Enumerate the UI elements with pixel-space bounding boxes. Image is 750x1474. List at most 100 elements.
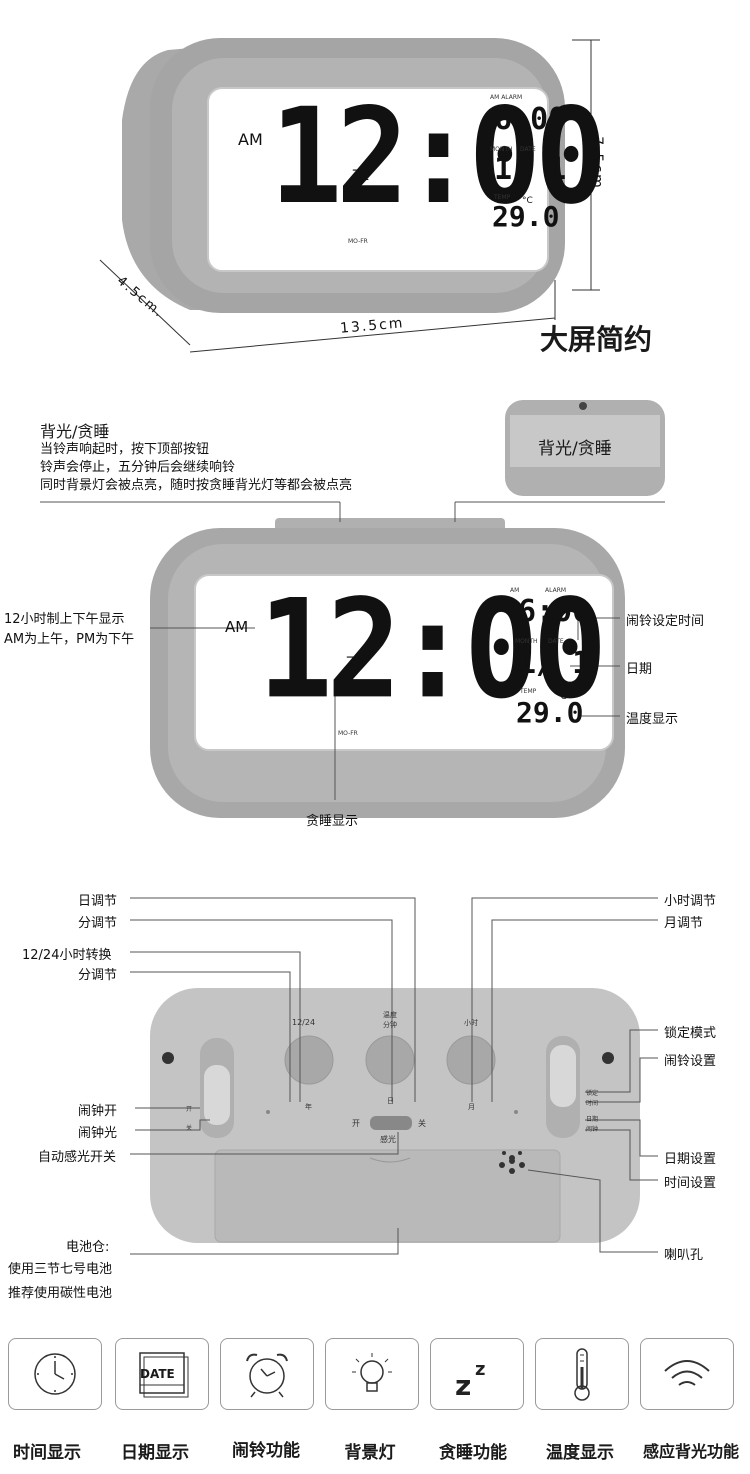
feature-label-sense-light: 感应背光功能 <box>642 1442 739 1461</box>
clock-back-drawing <box>130 897 658 1255</box>
feature-label-temperature: 温度显示 <box>546 1443 614 1463</box>
weekday-indicator-2: MO-FR <box>338 730 358 737</box>
main-time-digits: 12:00 <box>270 81 607 234</box>
clock-front-drawing <box>99 38 600 353</box>
backlight-desc-3: 同时背景灯会被点亮，随时按贪睡背光灯等都会被点亮 <box>40 478 353 493</box>
note-12h: 12小时制上下午显示 <box>4 612 125 627</box>
thermometer-icon <box>574 1348 590 1401</box>
mode-date-label: 日期 <box>586 1116 599 1123</box>
snooze-indicator: Zz <box>352 168 369 184</box>
date-value-2: 1/ 1 <box>518 646 591 681</box>
tagline: 大屏简约 <box>540 323 653 356</box>
callout-date-setting: 日期设置 <box>664 1152 717 1167</box>
alarm-time: 6:00 <box>494 102 567 137</box>
callout-minute-adjust-2: 分调节 <box>78 968 118 983</box>
callout-12-24-switch: 12/24小时转换 <box>22 948 112 963</box>
callout-alarm-light: 闹钟光 <box>78 1126 118 1141</box>
btn-month-label: 月 <box>468 1103 475 1111</box>
top-button-label: 背光/贪睡 <box>538 439 612 459</box>
snooze-icon: z z <box>455 1359 485 1402</box>
alarm-label-2: ALARM <box>545 587 567 594</box>
alarm-off-label: 关 <box>186 1125 193 1132</box>
btn-1224-label: 12/24 <box>292 1018 316 1027</box>
height-dimension: 7.5cm <box>588 136 605 190</box>
section-display-explanation: 背光/贪睡 当铃声响起时，按下顶部按钮 铃声会停止，五分钟后会继续响铃 同时背景… <box>0 370 750 840</box>
mode-alarm-label: 闹钟 <box>586 1126 599 1133</box>
callout-auto-light-switch: 自动感光开关 <box>38 1150 117 1165</box>
btn-day-label: 日 <box>387 1097 394 1105</box>
light-on-label: 开 <box>352 1119 360 1128</box>
feature-icons-row: DATE z z <box>0 1310 750 1474</box>
month-label-2: MONTH <box>515 638 538 645</box>
svg-text:z: z <box>455 1369 471 1402</box>
date-label: DATE <box>520 146 536 153</box>
feature-card-alarm <box>220 1338 314 1410</box>
btn-temp-label: 温度 <box>383 1011 397 1019</box>
mode-lock-label: 锁定 <box>586 1090 599 1097</box>
feature-label-time: 时间显示 <box>13 1443 81 1463</box>
callout-battery-type: 使用三节七号电池 <box>8 1262 113 1277</box>
label-snooze: 贪睡显示 <box>306 814 359 829</box>
feature-card-sense-light <box>640 1338 734 1410</box>
backlight-desc-2: 铃声会停止，五分钟后会继续响铃 <box>40 460 236 475</box>
callout-battery-title: 电池仓: <box>66 1240 110 1255</box>
backlight-title: 背光/贪睡 <box>40 422 110 441</box>
label-temperature: 温度显示 <box>626 712 679 727</box>
alarm-on-label: 开 <box>186 1106 193 1113</box>
alarm-time-2: 6:00 <box>518 594 591 629</box>
clock-front-drawing-2 <box>40 400 665 818</box>
callout-alarm-setting: 闹铃设置 <box>664 1054 717 1069</box>
mode-time-label: 时间 <box>586 1100 599 1107</box>
light-off-label: 关 <box>418 1119 426 1128</box>
feature-card-backlight <box>325 1338 419 1410</box>
ampm-indicator-2: AM <box>225 618 249 636</box>
alarm-label: AM ALARM <box>490 94 523 101</box>
feature-label-alarm: 闹铃功能 <box>232 1441 300 1461</box>
feature-card-date: DATE <box>115 1338 209 1410</box>
btn-minute-label: 分钟 <box>383 1021 397 1029</box>
label-alarm-time: 闹铃设定时间 <box>626 614 705 629</box>
callout-minute-adjust-1: 分调节 <box>78 916 118 931</box>
temp-value-2: 29.0 <box>516 696 584 729</box>
snooze-indicator-2: Zz <box>346 655 363 671</box>
light-sensor-label: 感光 <box>380 1135 396 1144</box>
clock-icon <box>34 1353 76 1395</box>
feature-card-snooze: z z <box>430 1338 524 1410</box>
callout-alarm-on: 闹钟开 <box>78 1104 118 1119</box>
callout-time-setting: 时间设置 <box>664 1176 717 1191</box>
btn-hour-label: 小时 <box>464 1019 478 1027</box>
main-time-digits-2: 12:00 <box>258 571 607 730</box>
feature-label-snooze: 贪睡功能 <box>439 1443 507 1463</box>
feature-label-backlight: 背景灯 <box>344 1443 396 1463</box>
label-date: 日期 <box>626 662 653 677</box>
feature-card-time <box>8 1338 102 1410</box>
callout-hour-adjust: 小时调节 <box>664 894 717 909</box>
temp-label: TEMP <box>494 194 511 201</box>
note-am-pm: AM为上午，PM为下午 <box>4 632 135 647</box>
callout-lock-mode: 锁定模式 <box>664 1026 717 1041</box>
lightbulb-icon <box>352 1353 392 1392</box>
btn-year-label: 年 <box>305 1103 312 1111</box>
temp-unit-2: °C <box>556 692 567 702</box>
date-value: 1/ 1 <box>494 152 567 187</box>
section-dimensions: AM 12:00 MO-FR AM ALARM 6:00 MONTH DATE … <box>0 0 750 370</box>
callout-speaker-hole: 喇叭孔 <box>664 1248 704 1263</box>
date-icon <box>139 1352 189 1398</box>
svg-text:z: z <box>475 1359 485 1380</box>
wifi-sense-icon <box>664 1360 710 1386</box>
feature-label-date: 日期显示 <box>121 1443 189 1463</box>
date-icon-text: DATE <box>140 1367 175 1381</box>
ampm-indicator: AM <box>238 130 263 149</box>
weekday-indicator: MO-FR <box>348 238 368 245</box>
callout-month-adjust: 月调节 <box>664 916 704 931</box>
callout-battery-recommend: 推荐使用碳性电池 <box>8 1286 113 1301</box>
backlight-desc-1: 当铃声响起时，按下顶部按钮 <box>40 442 210 457</box>
temp-unit: °C <box>522 196 533 206</box>
date-label-2: DATE <box>548 638 564 645</box>
temp-label-2: TEMP <box>520 688 537 695</box>
temp-value: 29.0 <box>492 200 560 233</box>
month-label: MONTH <box>490 146 513 153</box>
section-back-panel: 12/24 年 温度 分钟 日 小时 月 开 关 感光 开 关 锁定 时间 日期… <box>0 840 750 1310</box>
callout-day-adjust: 日调节 <box>78 894 118 909</box>
feature-card-temperature <box>535 1338 629 1410</box>
